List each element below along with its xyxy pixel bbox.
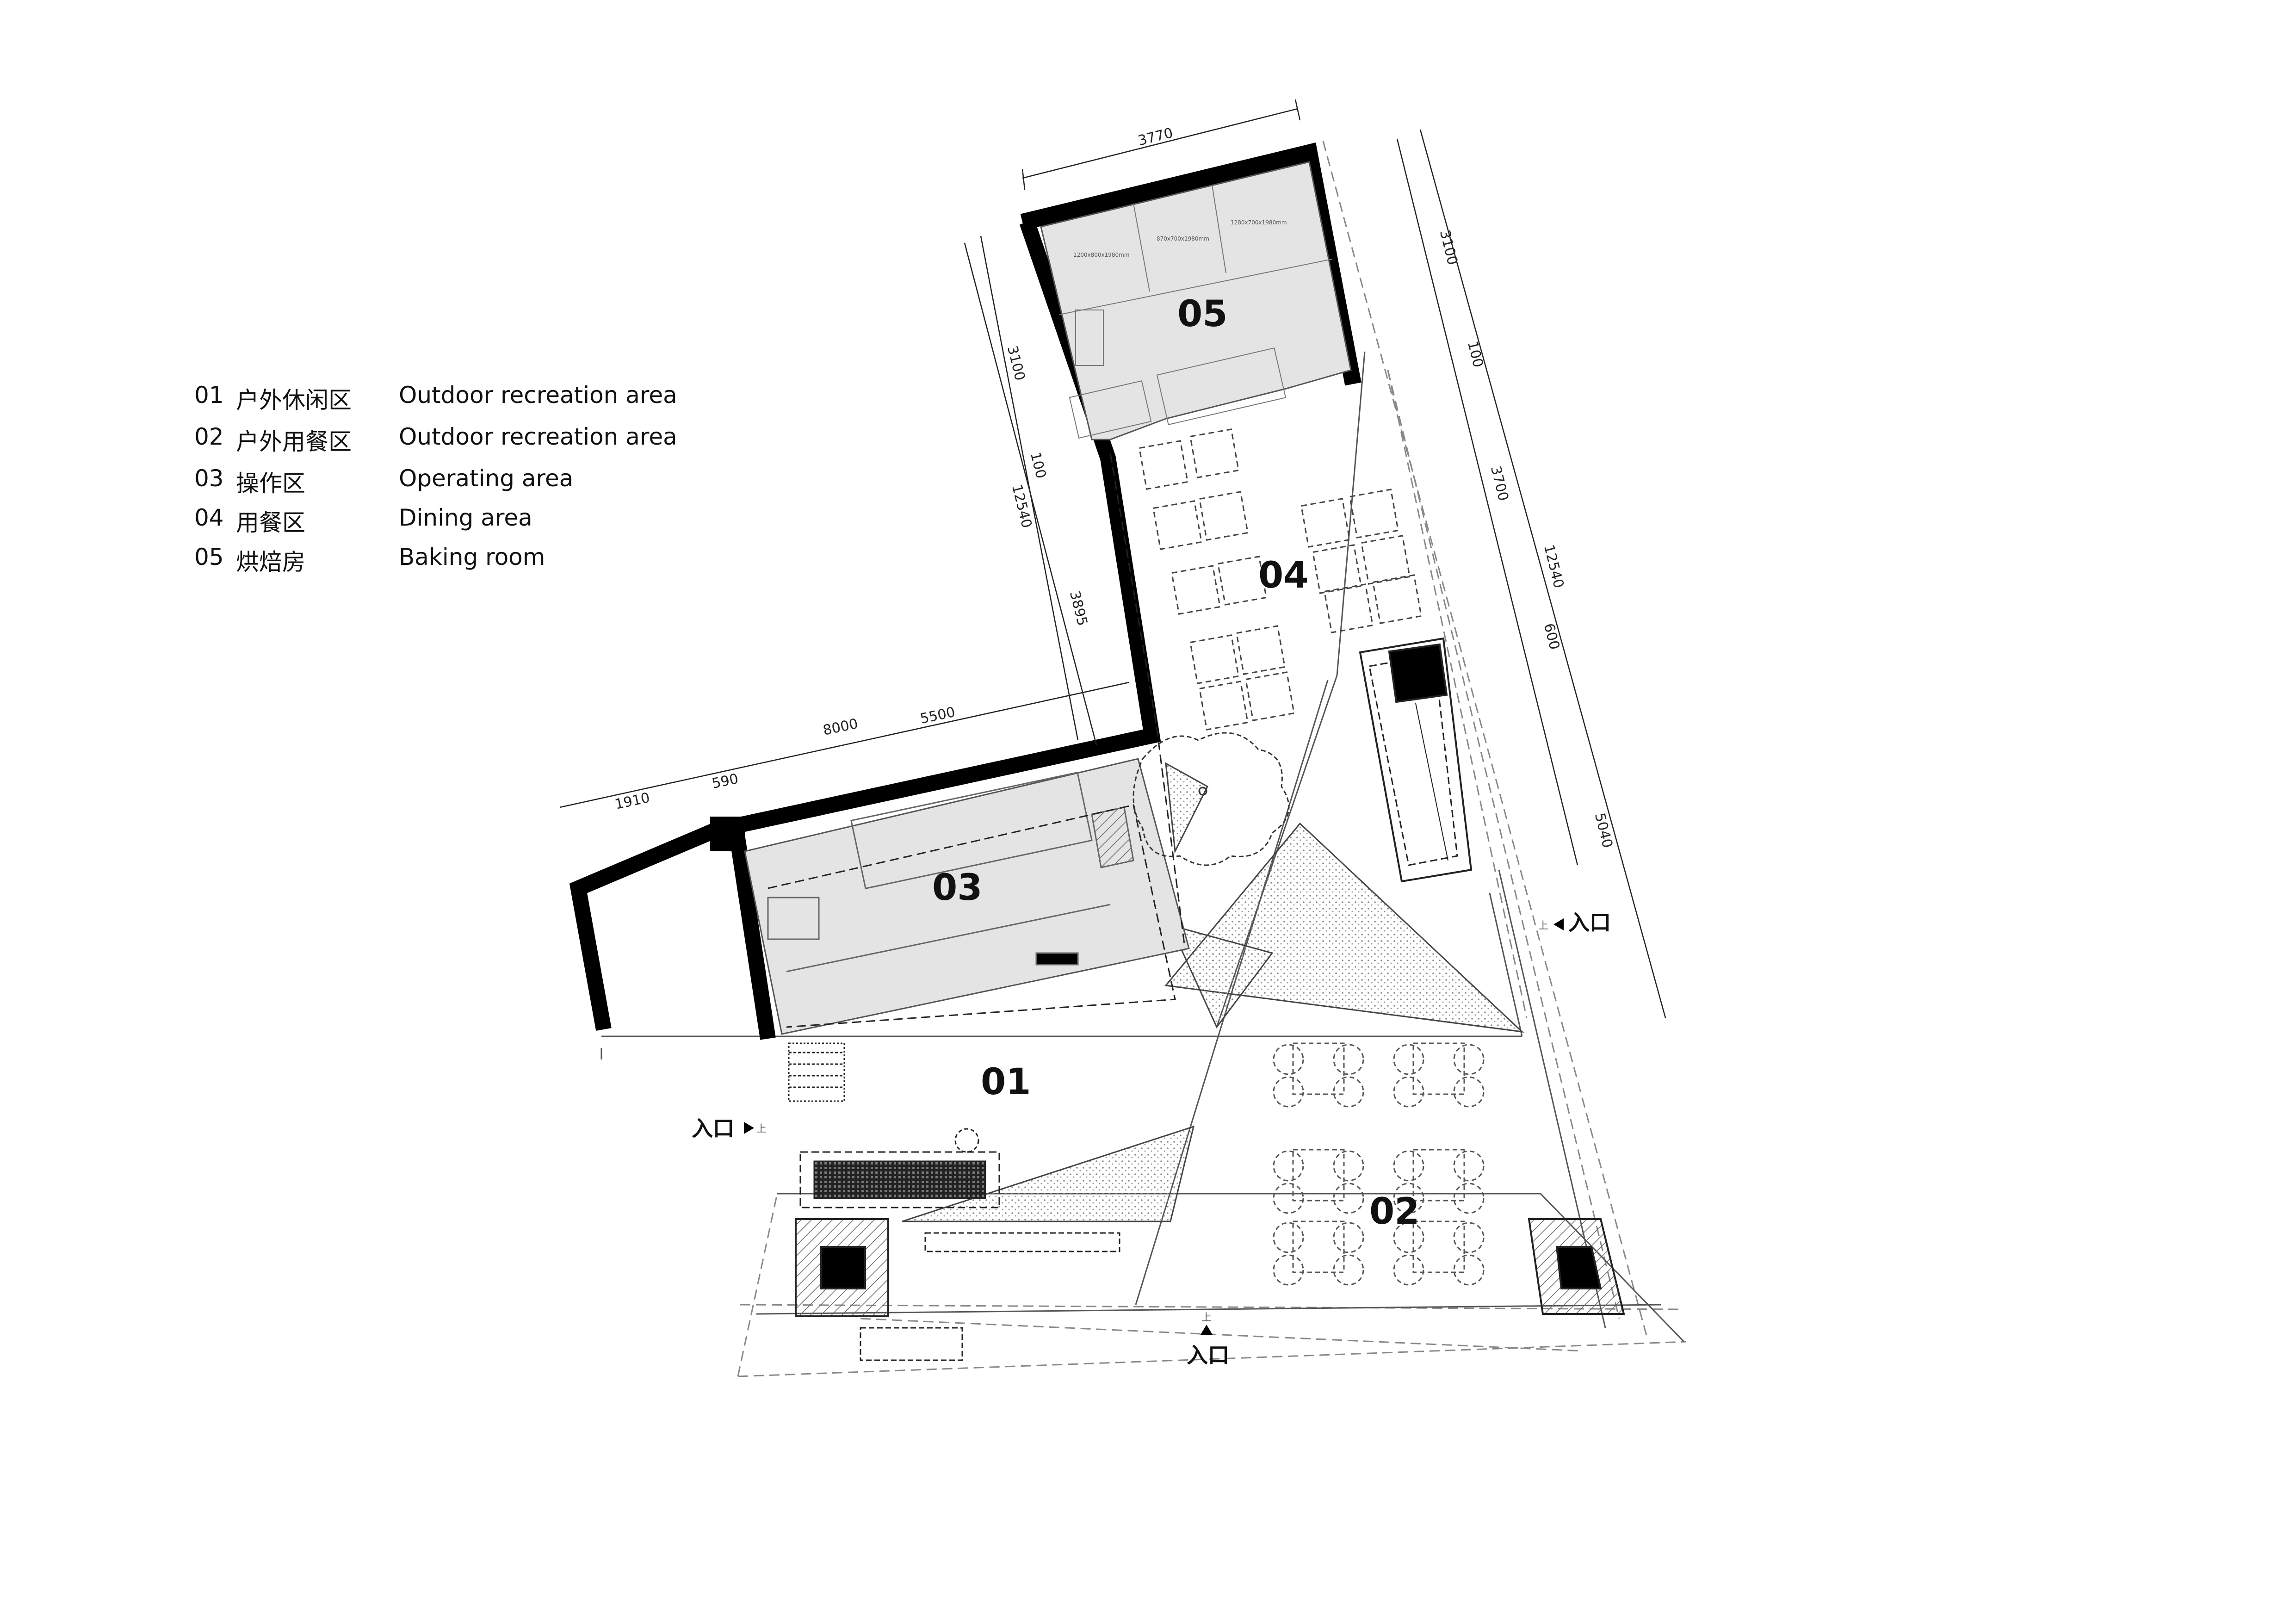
planters xyxy=(795,1218,1625,1317)
dimension-lines xyxy=(559,99,1666,1018)
step-mark-bottom: 上 xyxy=(1201,1312,1212,1324)
entrance-label-left: 入口 xyxy=(692,1116,734,1141)
entrance-arrow-left xyxy=(744,1122,754,1134)
zone-label-04: 04 xyxy=(1258,555,1309,596)
entrance-arrow-bottom xyxy=(1201,1325,1213,1335)
bench xyxy=(799,1128,1120,1361)
dim-top-width: 3770 xyxy=(1136,125,1175,149)
zone-label-01: 01 xyxy=(981,1061,1031,1103)
dim-right-5040: 5040 xyxy=(1591,812,1615,850)
dim-mid-5500: 5500 xyxy=(919,704,957,727)
entrance-label-right: 入口 xyxy=(1568,910,1611,935)
zone-label-03: 03 xyxy=(932,867,983,909)
dim-mid-8000: 8000 xyxy=(822,716,860,739)
dim-right-3100: 3100 xyxy=(1436,229,1461,267)
zone-label-02: 02 xyxy=(1369,1191,1420,1233)
dim-right-100: 100 xyxy=(1464,340,1486,369)
steps xyxy=(788,1042,845,1102)
svg-text:870x700x1980mm: 870x700x1980mm xyxy=(1157,235,1209,242)
tree xyxy=(1133,732,1290,866)
operating-area xyxy=(744,758,1190,1035)
dim-bottom-1910: 1910 xyxy=(613,790,651,813)
dim-left-12540: 12540 xyxy=(1009,483,1035,530)
zone-label-05: 05 xyxy=(1177,293,1228,335)
dim-right-600: 600 xyxy=(1541,622,1563,651)
entrance-label-bottom: 入口 xyxy=(1187,1343,1229,1368)
step-mark-right: 上 xyxy=(1538,920,1548,932)
counter-block xyxy=(1359,637,1473,883)
dim-left-3895: 3895 xyxy=(1066,589,1090,628)
partition-dashes xyxy=(767,453,1185,1028)
baking-room: 1200x800x1980mm 870x700x1980mm 1280x700x… xyxy=(1040,161,1352,440)
svg-text:1280x700x1980mm: 1280x700x1980mm xyxy=(1231,219,1287,226)
site-boundary xyxy=(737,141,1687,1377)
dining-tables xyxy=(1139,428,1422,731)
outdoor-tables xyxy=(1273,1042,1485,1286)
dim-right-3700: 3700 xyxy=(1487,465,1511,503)
svg-text:1200x800x1980mm: 1200x800x1980mm xyxy=(1073,252,1130,258)
dim-right-12540: 12540 xyxy=(1541,543,1567,590)
dim-left-100: 100 xyxy=(1027,451,1049,480)
step-mark-left: 上 xyxy=(756,1123,767,1135)
entrance-arrow-right xyxy=(1553,918,1564,930)
